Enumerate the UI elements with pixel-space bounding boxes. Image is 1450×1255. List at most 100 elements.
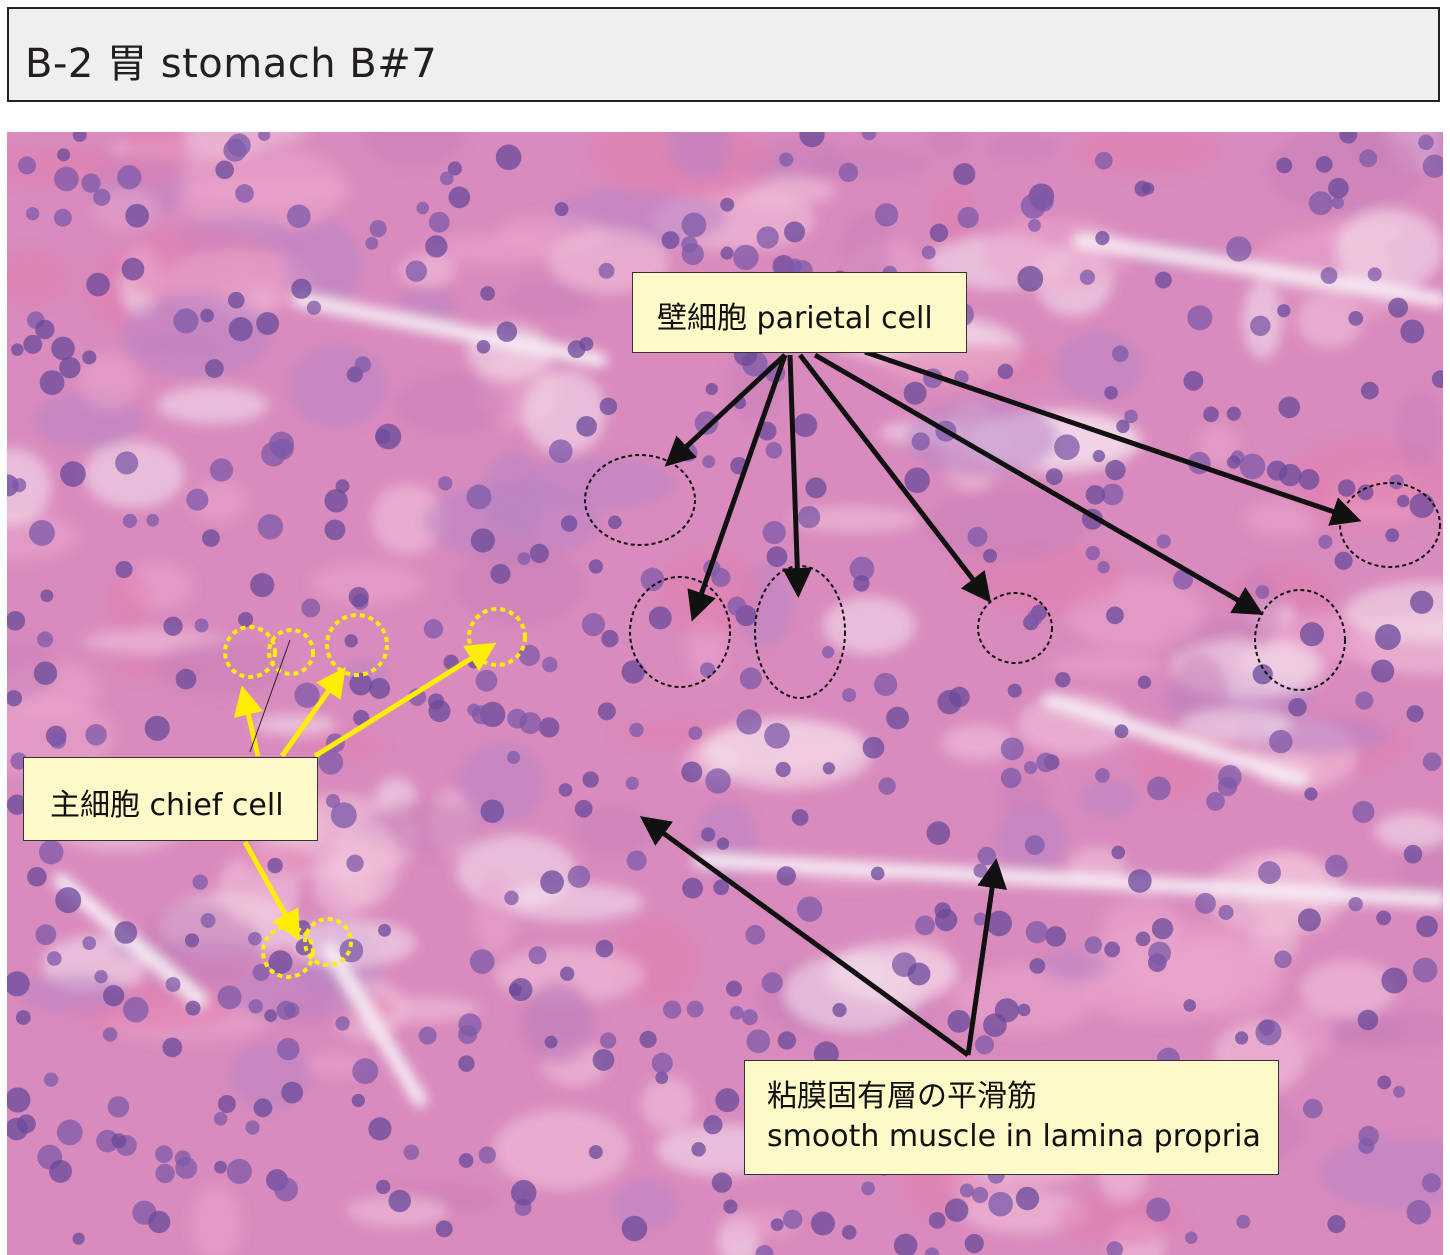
nucleus [720, 197, 735, 212]
nucleus [354, 356, 372, 373]
nucleus [1128, 869, 1152, 893]
nucleus [281, 1081, 304, 1104]
tissue-region [125, 132, 189, 187]
nucleus [699, 662, 716, 678]
nucleus [1135, 931, 1151, 947]
nucleus [957, 206, 979, 229]
nucleus [1183, 999, 1197, 1012]
nucleus [324, 519, 346, 541]
tissue-region [575, 805, 652, 857]
chief-arrows [233, 642, 497, 941]
nucleus [874, 672, 898, 697]
nucleus [470, 528, 495, 553]
nucleus [1377, 1075, 1392, 1090]
tissue-region [1283, 1004, 1334, 1058]
nucleus [335, 1016, 350, 1031]
nucleus [1236, 1214, 1251, 1229]
nucleus [549, 439, 573, 463]
nucleus [640, 567, 665, 592]
nucleus [770, 1218, 784, 1232]
smooth-muscle-label: 粘膜固有層の平滑筋 smooth muscle in lamina propri… [744, 1060, 1279, 1175]
tissue-region [1309, 1010, 1443, 1047]
arrow [242, 840, 300, 941]
arrow [687, 354, 788, 622]
nucleus [682, 877, 704, 899]
nucleus [599, 397, 618, 416]
tissue-region [1238, 569, 1282, 649]
nucleus [862, 736, 885, 759]
tissue-region [452, 544, 586, 627]
tissue-region [427, 233, 564, 266]
nucleus [294, 682, 320, 708]
chief-cell-outline [303, 917, 353, 967]
tissue-region [981, 216, 1131, 292]
nucleus [35, 924, 57, 945]
nucleus [949, 686, 970, 708]
nucleus [841, 1225, 857, 1240]
nucleus [155, 1163, 175, 1184]
nucleus [227, 291, 245, 309]
nucleus [1218, 765, 1242, 789]
nucleus [217, 985, 242, 1010]
nucleus [691, 1142, 706, 1157]
nucleus [1396, 494, 1410, 508]
nucleus [227, 133, 251, 157]
tissue-region [363, 132, 467, 168]
nucleus [797, 505, 821, 529]
nucleus [418, 1026, 437, 1045]
nucleus [983, 1013, 1007, 1038]
nucleus [711, 1172, 733, 1193]
nucleus [727, 596, 747, 616]
nucleus [1331, 196, 1345, 209]
nucleus [598, 262, 615, 279]
nucleus [376, 1179, 391, 1195]
nucleus [861, 1181, 876, 1196]
nucleus [765, 441, 783, 459]
nucleus [1106, 1241, 1123, 1255]
lumen [323, 943, 427, 1107]
nucleus [1017, 265, 1044, 292]
nucleus [1101, 483, 1124, 506]
nucleus [796, 896, 823, 922]
nucleus [192, 874, 208, 890]
nucleus [339, 938, 364, 963]
nucleus [1111, 845, 1126, 860]
chief-cell-outline [325, 613, 389, 677]
nucleus [174, 1150, 191, 1167]
nucleus [874, 203, 899, 227]
nucleus [507, 750, 521, 764]
chief-cell-outline [267, 628, 315, 676]
nucleus [764, 722, 790, 749]
nucleus [475, 669, 498, 692]
nucleus [351, 1093, 365, 1108]
nucleus [986, 910, 1012, 937]
nucleus [782, 1209, 803, 1230]
nucleus [1094, 151, 1113, 170]
lumen [1073, 233, 1443, 307]
nucleus [1421, 1173, 1441, 1193]
nucleus [184, 933, 200, 948]
nucleus [915, 915, 935, 936]
nucleus [165, 976, 181, 992]
nucleus [1339, 132, 1358, 144]
tissue-region [1335, 208, 1443, 292]
arrow [782, 354, 813, 598]
nucleus [33, 661, 58, 685]
nucleus [629, 722, 644, 738]
nucleus [23, 334, 43, 354]
nucleus [694, 411, 719, 435]
arrow [813, 352, 1264, 616]
nucleus [352, 1058, 379, 1085]
nucleus [435, 1220, 453, 1238]
nucleus [448, 186, 471, 209]
tissue-region [1317, 1136, 1443, 1210]
nucleus [348, 586, 369, 608]
nucleus [772, 255, 795, 278]
nucleus [495, 144, 522, 171]
nucleus [702, 455, 716, 469]
nucleus [7, 971, 30, 997]
nucleus [264, 1009, 277, 1023]
nucleus [832, 1002, 847, 1018]
chief-cell-outline [223, 625, 277, 679]
nucleus [94, 970, 108, 984]
